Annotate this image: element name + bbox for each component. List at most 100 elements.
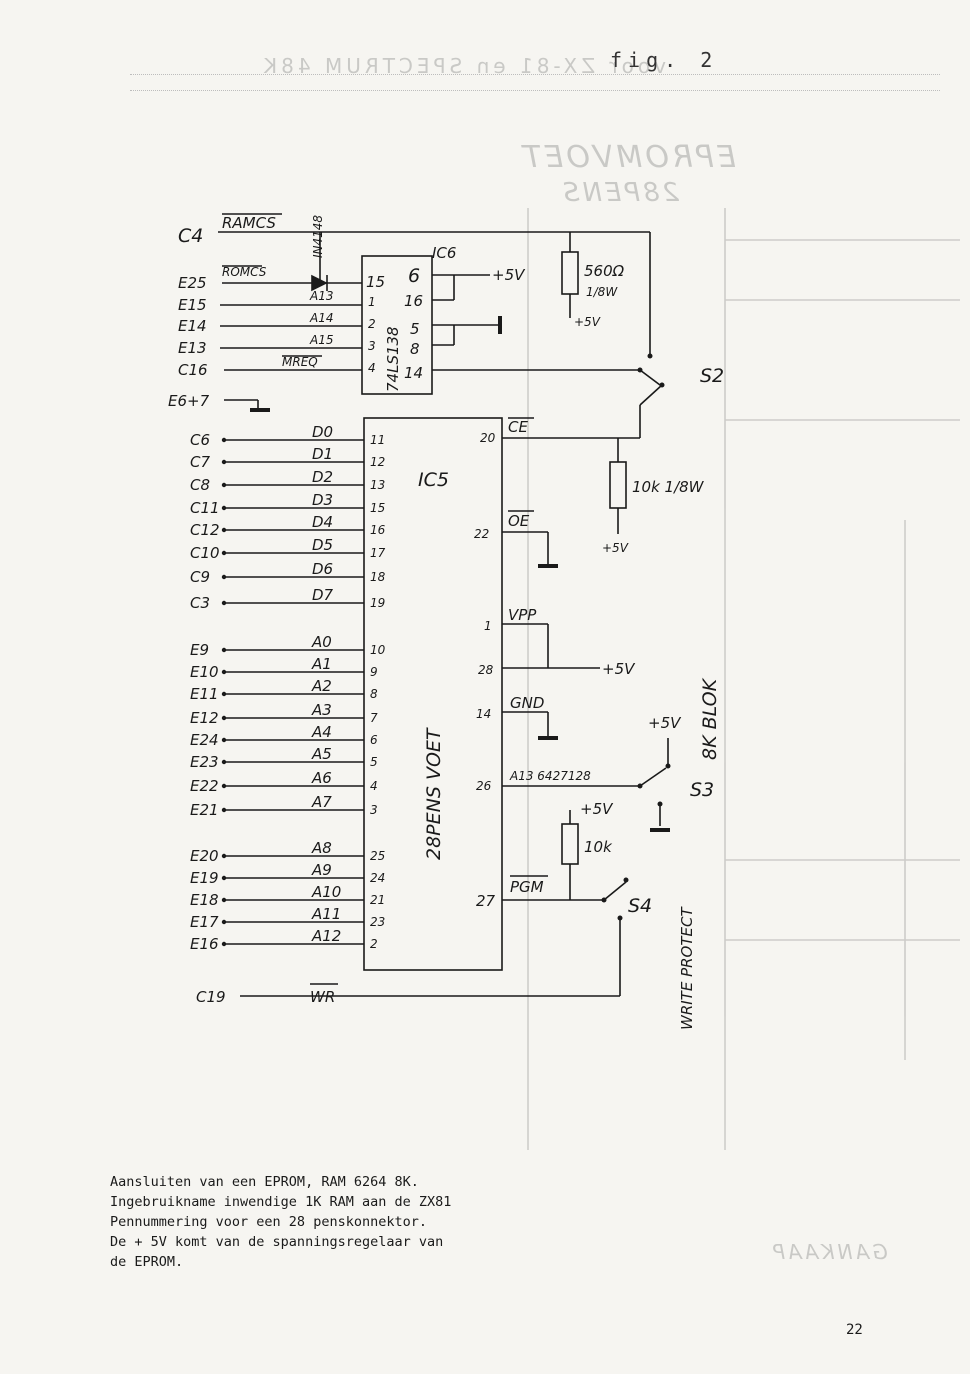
signal-label: E13 bbox=[178, 339, 207, 357]
addr-pin: 21 bbox=[370, 893, 385, 907]
s2-label: S2 bbox=[700, 365, 724, 387]
data-pin: 18 bbox=[370, 570, 386, 584]
addr-name: A2 bbox=[311, 677, 332, 695]
ic6-part-label: 74LS138 bbox=[384, 326, 402, 392]
data-signal: C8 bbox=[190, 476, 210, 494]
addr-pin: 23 bbox=[370, 915, 385, 929]
data-name: D2 bbox=[312, 468, 333, 486]
ic5-name: IC5 bbox=[418, 469, 449, 491]
addr-pin: 7 bbox=[370, 711, 378, 725]
ic6-pin: 15 bbox=[366, 273, 385, 291]
data-signal: C11 bbox=[190, 499, 220, 517]
caption-line: Pennummering voor een 28 penskonnektor. bbox=[110, 1214, 427, 1230]
vpp-label: VPP bbox=[508, 606, 537, 624]
diode-label: IN4148 bbox=[311, 215, 325, 258]
ic6-pin: 4 bbox=[368, 361, 376, 375]
addr-signal: E12 bbox=[190, 709, 219, 727]
r3-value: 10k bbox=[584, 838, 613, 856]
addr-name: A4 bbox=[311, 723, 332, 741]
addr-name: A8 bbox=[311, 839, 332, 857]
addr-pin: 8 bbox=[370, 687, 378, 701]
page-number: 22 bbox=[846, 1322, 863, 1338]
s3-function-label: 8K BLOK bbox=[699, 677, 721, 760]
ic6-pin: 8 bbox=[410, 340, 420, 358]
pgm-label: PGM bbox=[510, 878, 544, 896]
ic6-pin: 16 bbox=[404, 292, 423, 310]
a15-label: A15 bbox=[309, 333, 333, 347]
caption-line: Aansluiten van een EPROM, RAM 6264 8K. bbox=[110, 1174, 419, 1190]
ic6-pin: 5 bbox=[410, 320, 420, 338]
data-pin: 19 bbox=[370, 596, 385, 610]
ic6-pin: 6 bbox=[408, 265, 420, 287]
mreq-label: MREQ bbox=[282, 355, 318, 369]
vcc-supply: +5V bbox=[602, 660, 636, 678]
diode-icon bbox=[311, 274, 328, 292]
ghost-blank: GANKAAP bbox=[770, 1240, 888, 1264]
figure-title: fig. 2 bbox=[610, 48, 719, 72]
addr-signal: E23 bbox=[190, 753, 219, 771]
ic5-pin: 26 bbox=[476, 779, 492, 793]
addr-pin: 25 bbox=[370, 849, 385, 863]
addr-signal: E20 bbox=[190, 847, 219, 865]
data-pin: 15 bbox=[370, 501, 385, 515]
addr-pin: 9 bbox=[370, 665, 378, 679]
r1-value: 560Ω bbox=[584, 262, 625, 280]
addr-name: A0 bbox=[311, 633, 332, 651]
addr-pin: 6 bbox=[370, 733, 378, 747]
addr-signal: E22 bbox=[190, 777, 219, 795]
signal-label: C4 bbox=[178, 225, 203, 247]
caption-line: de EPROM. bbox=[110, 1254, 184, 1270]
data-pin: 17 bbox=[370, 546, 386, 560]
addr-signal: E18 bbox=[190, 891, 219, 909]
ic5-pin: 28 bbox=[478, 663, 494, 677]
r2-supply: +5V bbox=[602, 541, 629, 555]
addr-pin: 5 bbox=[370, 755, 378, 769]
addr-signal: E9 bbox=[190, 641, 209, 659]
data-signal: C6 bbox=[190, 431, 210, 449]
wr-label: WR bbox=[310, 988, 335, 1006]
addr-name: A3 bbox=[311, 701, 332, 719]
ghost-lines bbox=[527, 208, 960, 1150]
a13-eprom-label: A13 6427128 bbox=[509, 769, 591, 783]
addr-name: A11 bbox=[311, 905, 341, 923]
addr-pin: 3 bbox=[370, 803, 378, 817]
ramcs-label: RAMCS bbox=[222, 214, 276, 232]
s4-label: S4 bbox=[628, 895, 652, 917]
circuit-schematic: RAMCS IN4148 ROMCS A13 A14 A15 MREQ 15 1… bbox=[168, 208, 960, 1150]
addr-name: A5 bbox=[311, 745, 332, 763]
ic5-pin: 20 bbox=[480, 431, 496, 445]
ic6-pin: 1 bbox=[368, 295, 376, 309]
addr-signal: E24 bbox=[190, 731, 219, 749]
data-pin: 13 bbox=[370, 478, 385, 492]
addr-pin: 10 bbox=[370, 643, 386, 657]
ic5-pin: 22 bbox=[474, 527, 489, 541]
signal-label: C16 bbox=[178, 361, 208, 379]
addr-signal: E17 bbox=[190, 913, 219, 931]
a14-label: A14 bbox=[309, 311, 333, 325]
oe-label: OE bbox=[508, 512, 530, 530]
addr-name: A7 bbox=[311, 793, 332, 811]
addr-signal: E11 bbox=[190, 685, 219, 703]
data-signal: C9 bbox=[190, 568, 210, 586]
ic6-pin: 2 bbox=[368, 317, 376, 331]
addr-pin: 2 bbox=[370, 937, 378, 951]
data-name: D3 bbox=[312, 491, 333, 509]
addr-name: A9 bbox=[311, 861, 332, 879]
ic6-supply-label: +5V bbox=[492, 266, 526, 284]
signal-label: E15 bbox=[178, 296, 207, 314]
gnd-label: GND bbox=[510, 694, 544, 712]
data-signal: C3 bbox=[190, 594, 210, 612]
s3-supply: +5V bbox=[648, 714, 682, 732]
caption-line: Ingebruikname inwendige 1K RAM aan de ZX… bbox=[110, 1194, 452, 1210]
data-pin: 16 bbox=[370, 523, 386, 537]
addr-pin: 4 bbox=[370, 779, 378, 793]
data-name: D5 bbox=[312, 536, 333, 554]
addr-name: A1 bbox=[311, 655, 332, 673]
ic6-pin: 14 bbox=[404, 364, 423, 382]
ic5-pin: 27 bbox=[476, 892, 496, 910]
addr-signal: E10 bbox=[190, 663, 219, 681]
addr-name: A12 bbox=[311, 927, 341, 945]
dotted-rule bbox=[130, 74, 940, 75]
signal-label: E25 bbox=[178, 274, 207, 292]
